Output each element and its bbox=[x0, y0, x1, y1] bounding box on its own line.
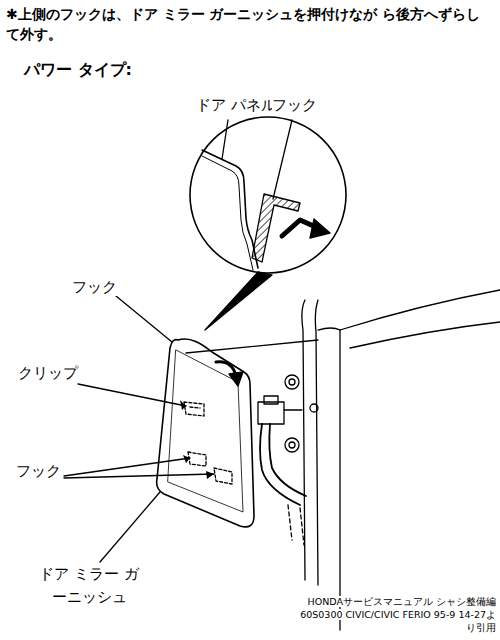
label-text: ドア ミラー ガーニッシュ bbox=[39, 565, 139, 606]
wire bbox=[260, 424, 300, 505]
door-panel-line bbox=[202, 150, 258, 268]
arrow-head bbox=[310, 219, 330, 238]
hook bbox=[214, 468, 232, 484]
door-edge bbox=[315, 300, 318, 585]
mount-stud bbox=[285, 438, 299, 452]
connector bbox=[258, 402, 284, 424]
label-text: フック bbox=[72, 278, 117, 296]
door-edge bbox=[339, 330, 340, 630]
leader-line bbox=[222, 120, 228, 159]
door-line bbox=[350, 322, 500, 348]
caption-text: HONDAサービスマニュアル シャシ整備編 60S0300 CIVIC/CIVI… bbox=[300, 596, 496, 633]
mount-stud bbox=[310, 404, 318, 412]
part-name: クリップ bbox=[18, 364, 98, 384]
label-text: クリップ bbox=[18, 364, 78, 382]
part-name: フック bbox=[72, 278, 132, 298]
door-panel-line bbox=[202, 156, 253, 270]
procedure-note: ✱上側のフックは、ドア ミラー ガーニッシュを押付けなが ら後方へずらして外す。 bbox=[6, 4, 494, 45]
pointer bbox=[205, 272, 272, 330]
door-line bbox=[340, 290, 500, 330]
hook bbox=[188, 452, 206, 466]
leader-line bbox=[78, 384, 186, 406]
door-mirror-garnish bbox=[157, 339, 254, 527]
detail-circle bbox=[190, 117, 346, 273]
leader-line bbox=[116, 296, 172, 342]
part-name: ドア ミラー ガーニッシュ bbox=[34, 563, 144, 608]
label-text: フック bbox=[16, 462, 61, 480]
part-name: フック bbox=[272, 96, 332, 116]
mount-stud bbox=[285, 375, 299, 389]
type-heading: パワー タイプ: bbox=[24, 60, 224, 81]
leader-line bbox=[64, 458, 190, 476]
part-name: フック bbox=[16, 462, 76, 482]
leader-line bbox=[64, 474, 214, 478]
source-caption: HONDAサービスマニュアル シャシ整備編 60S0300 CIVIC/CIVI… bbox=[296, 596, 496, 634]
leader-line bbox=[273, 120, 292, 199]
leader-line bbox=[100, 492, 160, 562]
label-text: フック bbox=[272, 96, 317, 114]
label-text: パワー タイプ: bbox=[24, 60, 132, 79]
clip bbox=[184, 402, 204, 416]
label-text: ドア パネル bbox=[196, 96, 276, 114]
label-text: ✱上側のフックは、ドア ミラー ガーニッシュを押付けなが ら後方へずらして外す。 bbox=[6, 6, 480, 42]
